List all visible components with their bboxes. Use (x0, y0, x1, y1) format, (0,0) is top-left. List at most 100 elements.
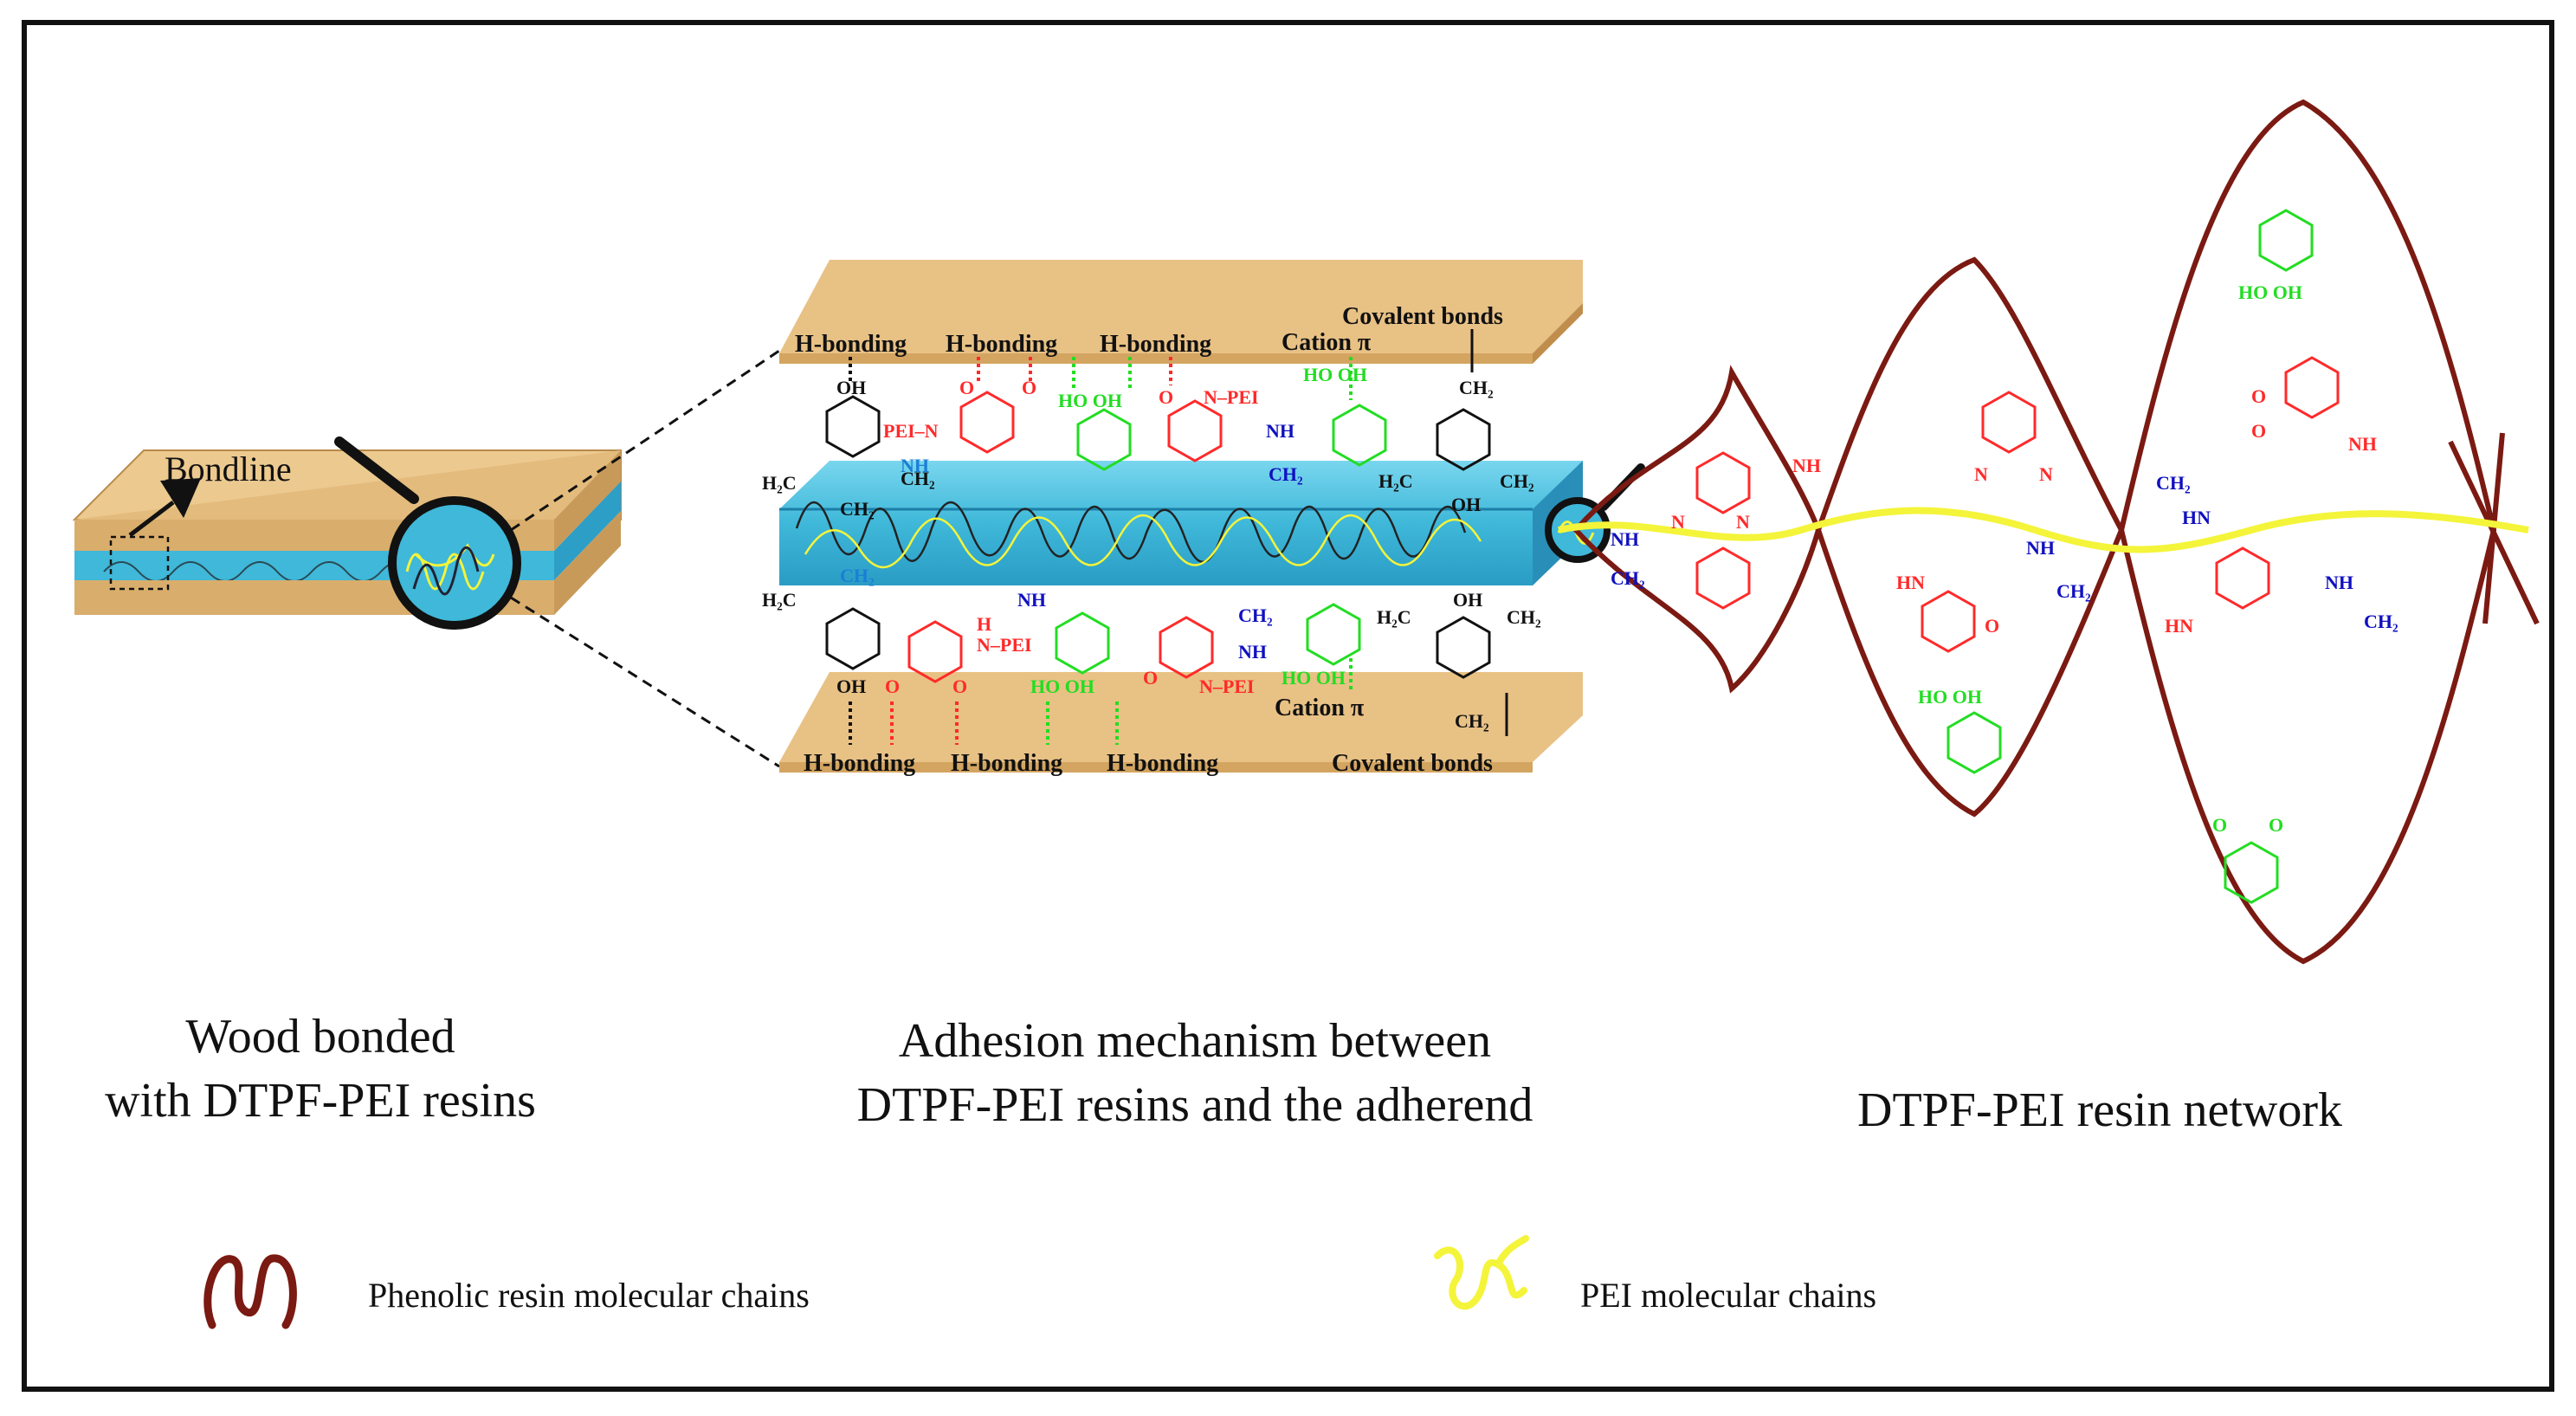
resin-pei-chains (804, 514, 1482, 569)
nh-label-net-3: NH (2026, 537, 2055, 559)
hn-label-net-1: HN (1896, 572, 1925, 593)
quinone-ring-top-1 (959, 391, 1015, 454)
triazine-ring-1 (1695, 451, 1751, 514)
lens-phenolic-chains (412, 546, 480, 596)
h2c-label-bottom-2: H₂C (1377, 606, 1411, 628)
resin-layer (779, 461, 1583, 585)
phenolic-tail-2 (2482, 432, 2505, 624)
quinone-ring-bottom-2 (1159, 616, 1214, 679)
phenol-ring-top-2 (1436, 408, 1491, 471)
h-label-bottom: H (977, 613, 991, 635)
h2c-label-bottom-1: H₂C (762, 589, 797, 611)
phenol-ring-top-1 (825, 395, 881, 458)
bottom-adherend-edge (779, 762, 1533, 773)
nh-label-bottom-1: NH (1017, 589, 1046, 611)
o-label-net-4: O (2212, 814, 2227, 836)
triazine-ring-3 (1981, 391, 2037, 454)
catechol-ring-top-2 (1332, 404, 1387, 467)
caption-adhesion-line1: Adhesion mechanism between (898, 1014, 1492, 1068)
bondline-side (554, 482, 621, 580)
quinone-ring-net-3 (2224, 841, 2279, 904)
panel-resin-network: NH N N NH CH₂ N N NH CH₂ HN O HO OH HO O… (1558, 99, 2540, 965)
bottom-board-side (554, 511, 621, 615)
caption-wood-bonded-line2: with DTPF-PEI resins (105, 1074, 536, 1128)
oh-label-top-1: OH (836, 377, 866, 398)
magnifier-handle (334, 436, 419, 504)
nh-label-top-2: NH (1266, 420, 1294, 442)
ch2-label-bottom-1: CH₂ (840, 565, 875, 586)
pei-backbone (1558, 507, 2529, 553)
catechol-ring-bottom-2 (1306, 603, 1361, 666)
catechol-ring-top-1 (1076, 408, 1132, 471)
triazine-ring-4 (2215, 546, 2270, 610)
pei-n-label-top: PEI–N (883, 420, 939, 442)
caption-wood-bonded: Wood bonded with DTPF-PEI resins (52, 1005, 589, 1133)
panel-adhesion-mechanism: H-bonding H-bonding H-bonding Cation π C… (762, 260, 1583, 777)
oh-pair-label-top-2: HO OH (1303, 364, 1367, 385)
catechol-ring-net-2 (2258, 209, 2314, 272)
top-hbond-label-1: H-bonding (795, 331, 907, 358)
o-label-net-3: O (2251, 420, 2266, 442)
oh-pair-label-top-1: HO OH (1058, 390, 1122, 411)
bottom-hbond-label-1: H-bonding (804, 750, 915, 777)
n-label-net-4: N (2039, 463, 2053, 485)
o-label-top-2: O (1022, 377, 1036, 398)
ch2-label-net-3: CH₂ (2156, 472, 2191, 494)
zoom-line-top (510, 349, 780, 532)
catechol-ring-bottom-1 (1055, 611, 1110, 675)
ch2-label-net-2: CH₂ (2056, 580, 2091, 602)
legend-phenolic-label: Phenolic resin molecular chains (368, 1276, 810, 1315)
o-label-net-2: O (2251, 385, 2266, 407)
ch2-label-top-3: CH₂ (1269, 463, 1303, 485)
zoom-line-bottom (510, 596, 780, 768)
ch2-label-bottom-4: CH₂ (1455, 710, 1489, 732)
quinone-ring-bottom-1 (907, 620, 963, 683)
pei-chain-icon (1434, 1235, 1529, 1310)
hn-label-net-3: HN (2165, 615, 2193, 637)
top-cation-pi-label: Cation π (1282, 329, 1372, 356)
ch2-label-net-4: CH₂ (2364, 611, 2398, 632)
top-adherend-side (1533, 303, 1583, 364)
bondline-label: Bondline (165, 449, 292, 488)
o-label-net-1: O (1985, 615, 1999, 637)
phenolic-chain-icon (203, 1254, 297, 1329)
nh-label-net-1: NH (1792, 455, 1821, 476)
oh-pair-label-net-1: HO OH (1918, 686, 1982, 708)
nh-label-net-2: NH (1611, 528, 1639, 550)
o-label-bottom-2: O (952, 676, 967, 697)
o-label-top-3: O (1159, 386, 1173, 408)
top-adherend (779, 260, 1583, 353)
top-adherend-edge (779, 353, 1533, 364)
nh-label-net-5: NH (2325, 572, 2353, 593)
magnifier-lens-icon (388, 496, 521, 630)
oh-label-top-2: OH (1451, 494, 1481, 515)
top-hbond-label-3: H-bonding (1100, 331, 1211, 358)
panel-wood-bonded: Bondline (72, 349, 780, 768)
h2c-label-top-1: H₂C (762, 472, 797, 494)
oh-pair-label-bottom-2: HO OH (1282, 667, 1346, 689)
hn-label-net-2: HN (2182, 507, 2211, 528)
phenol-ring-bottom-2 (1436, 616, 1491, 679)
bottom-hbond-label-2: H-bonding (951, 750, 1062, 777)
n-pei-label-bottom-1: N–PEI (977, 634, 1032, 656)
catechol-ring-net-1 (1947, 711, 2002, 774)
ch2-label-top-4: CH₂ (1459, 377, 1494, 398)
bottom-adherend (779, 672, 1583, 762)
o-label-net-5: O (2269, 814, 2283, 836)
lens-pei-chains (405, 543, 495, 591)
oh-label-bottom-1: OH (836, 676, 866, 697)
top-covalent-label: Covalent bonds (1342, 303, 1503, 330)
oh-pair-label-bottom-1: HO OH (1030, 676, 1094, 697)
ch2-label-net-1: CH₂ (1611, 567, 1645, 589)
nh-label-net-4: NH (2348, 433, 2377, 455)
caption-adhesion-mechanism: Adhesion mechanism between DTPF-PEI resi… (762, 1009, 1628, 1137)
ch2-label-top-1: CH₂ (840, 498, 875, 520)
quinone-ring-top-2 (1167, 399, 1223, 462)
n-label-net-2: N (1736, 511, 1750, 533)
resin-phenolic-chains (795, 501, 1467, 563)
ch2-label-top-5: CH₂ (1500, 470, 1534, 492)
zoom-box (109, 535, 170, 591)
bottom-covalent-label: Covalent bonds (1332, 750, 1493, 777)
